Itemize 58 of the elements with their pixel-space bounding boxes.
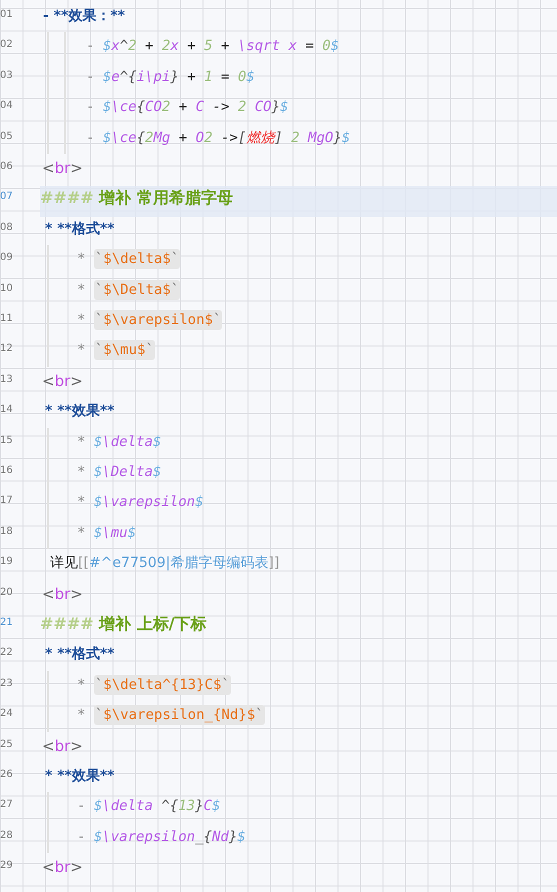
line-number: 04	[0, 100, 14, 112]
list-heading: * **效果**	[45, 767, 114, 786]
line-break-tag: <br>	[42, 736, 83, 756]
line-break-tag: <br>	[42, 158, 83, 178]
section-heading: #### 增补 常用希腊字母	[40, 188, 233, 208]
link-line: 详见[[#^e77509|希腊字母编码表]]	[50, 554, 280, 574]
code-line: * `$\Delta$`	[77, 280, 180, 300]
code-line: * `$\delta$`	[77, 249, 180, 270]
formula-line: * $\delta$	[77, 432, 162, 452]
formula-line: - $\ce{CO2 + C -> 2 CO}$	[86, 98, 288, 118]
code-line: * `$\mu$`	[77, 340, 155, 360]
line-number: 12	[0, 343, 14, 354]
line-number: 17	[0, 495, 14, 506]
line-number: 08	[0, 222, 14, 233]
line-number: 20	[0, 586, 14, 598]
formula-line: - $\delta ^{13}C$	[77, 797, 220, 816]
list-heading: * **格式**	[45, 645, 114, 664]
line-break-tag: <br>	[42, 370, 83, 391]
line-number: 29	[0, 860, 14, 872]
list-heading: * **格式**	[45, 220, 114, 239]
code-line: * `$\varepsilon$`	[77, 310, 222, 330]
line-number: 15	[0, 434, 14, 446]
line-number: 21	[0, 617, 14, 628]
line-number: 13	[0, 374, 14, 385]
line-number: 03	[0, 70, 14, 81]
line-break-tag: <br>	[42, 857, 83, 878]
line-number: 07	[0, 191, 14, 202]
formula-line: - $e^{i\pi} + 1 = 0$	[86, 68, 255, 87]
line-number: 01	[0, 9, 14, 20]
line-number: 05	[0, 130, 14, 142]
formula-line: * $\varepsilon$	[77, 493, 204, 512]
line-number: 09	[0, 252, 14, 264]
formula-line: - $x^2 + 2x + 5 + \sqrt x = 0$	[86, 37, 340, 56]
formula-line: * $\Delta$	[77, 463, 162, 482]
code-line: * `$\delta^{13}C$`	[77, 674, 231, 695]
line-number: 14	[0, 404, 14, 416]
code-line: * `$\varepsilon_{Nd}$`	[77, 705, 265, 726]
line-number: 25	[0, 738, 14, 750]
formula-line: - $\varepsilon_{Nd}$	[77, 828, 246, 847]
line-number: 11	[0, 313, 14, 324]
line-number: 06	[0, 161, 14, 172]
formula-line: * $\mu$	[77, 524, 136, 543]
list-heading: - **效果：**	[43, 7, 125, 26]
formula-line: - $\ce{2Mg + O2 ->[燃烧] 2 MgO}$	[86, 128, 350, 148]
line-number: 10	[0, 282, 14, 294]
line-number: 22	[0, 647, 14, 658]
line-number: 26	[0, 769, 14, 780]
line-number: 24	[0, 708, 14, 720]
section-heading: #### 增补 上标/下标	[40, 614, 207, 634]
line-number: 28	[0, 830, 14, 841]
line-number: 02	[0, 39, 14, 50]
line-number: 16	[0, 465, 14, 476]
line-number: 23	[0, 678, 14, 689]
line-number: 18	[0, 526, 14, 537]
line-break-tag: <br>	[42, 584, 83, 604]
list-heading: * **效果**	[45, 402, 114, 422]
line-number: 27	[0, 799, 14, 810]
line-number: 19	[0, 556, 14, 568]
